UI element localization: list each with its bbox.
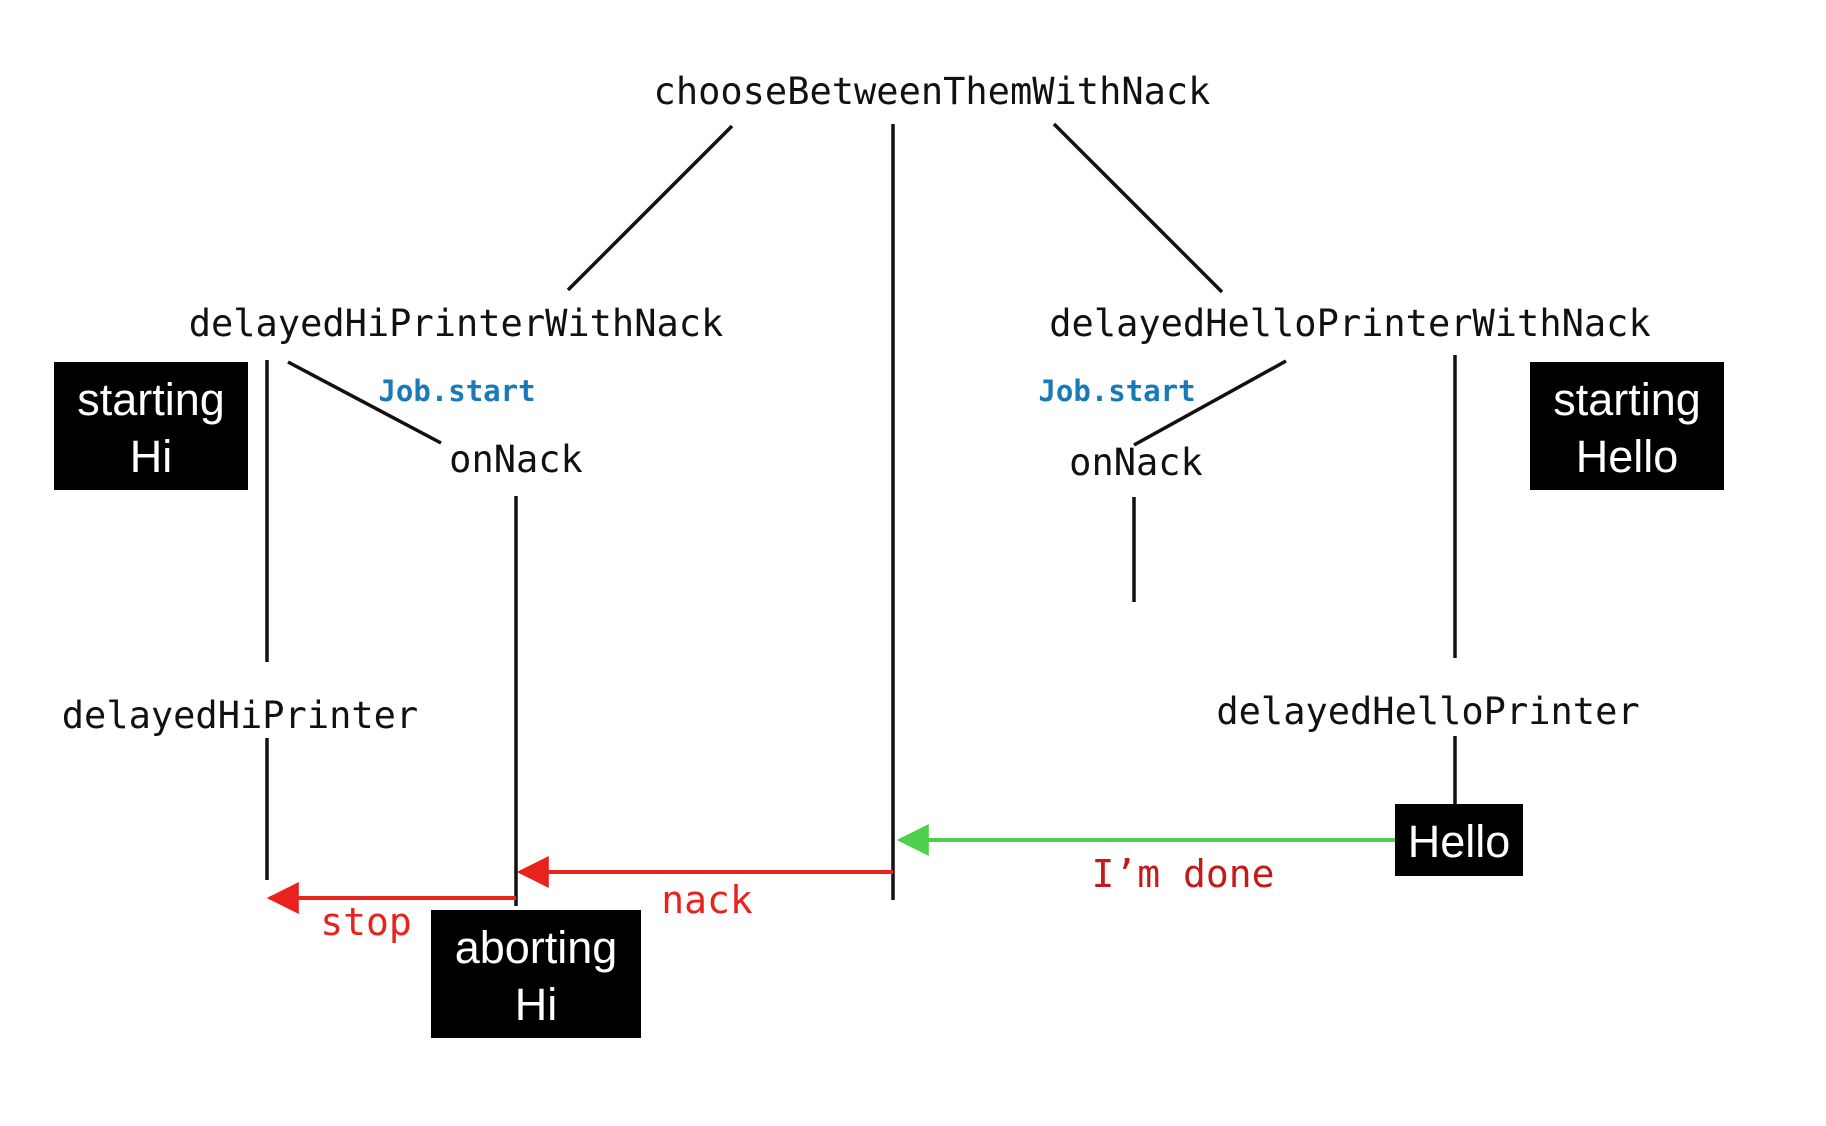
edge-root-to-hi-with-nack xyxy=(566,124,734,292)
job-start-labels: Job.start Job.start xyxy=(378,374,1195,408)
starting-hi-box-bg xyxy=(54,362,248,490)
aborting-hi-line-2: Hi xyxy=(515,979,558,1030)
message-arrows xyxy=(266,824,1395,914)
message-labels: I’m done nack stop xyxy=(320,852,1274,944)
edge-hi-to-on-nack xyxy=(287,360,442,445)
hello-box: Hello xyxy=(1395,804,1523,876)
edge-hello-to-on-nack xyxy=(1133,359,1287,447)
starting-hi-line-1: starting xyxy=(77,374,225,425)
starting-hello-line-1: starting xyxy=(1553,374,1701,425)
nack-label: nack xyxy=(661,878,753,922)
hi-on-nack-node-label: onNack xyxy=(449,438,583,481)
starting-hello-box: starting Hello xyxy=(1530,362,1724,490)
node-labels: chooseBetweenThemWithNack delayedHiPrint… xyxy=(62,70,1651,737)
edge-root-to-hello-with-nack xyxy=(1052,122,1224,294)
stop-label: stop xyxy=(320,900,412,944)
starting-hello-line-2: Hello xyxy=(1576,431,1679,482)
hello-with-nack-node-label: delayedHelloPrinterWithNack xyxy=(1049,302,1650,345)
tree-edges xyxy=(265,122,1457,906)
hi-job-start-label: Job.start xyxy=(378,374,535,408)
hello-box-bg xyxy=(1395,804,1523,876)
starting-hi-box: starting Hi xyxy=(54,362,248,490)
aborting-hi-box-bg xyxy=(431,910,641,1038)
root-node-label: chooseBetweenThemWithNack xyxy=(654,70,1211,113)
hello-on-nack-node-label: onNack xyxy=(1069,441,1203,484)
hello-box-text: Hello xyxy=(1408,816,1511,867)
starting-hello-box-bg xyxy=(1530,362,1724,490)
aborting-hi-line-1: aborting xyxy=(455,922,618,973)
hi-with-nack-node-label: delayedHiPrinterWithNack xyxy=(189,302,724,345)
hello-job-start-label: Job.start xyxy=(1038,374,1195,408)
hi-printer-node-label: delayedHiPrinter xyxy=(62,694,418,737)
hello-printer-node-label: delayedHelloPrinter xyxy=(1216,690,1639,733)
done-label: I’m done xyxy=(1091,852,1274,896)
aborting-hi-box: aborting Hi xyxy=(431,910,641,1038)
starting-hi-line-2: Hi xyxy=(130,431,173,482)
